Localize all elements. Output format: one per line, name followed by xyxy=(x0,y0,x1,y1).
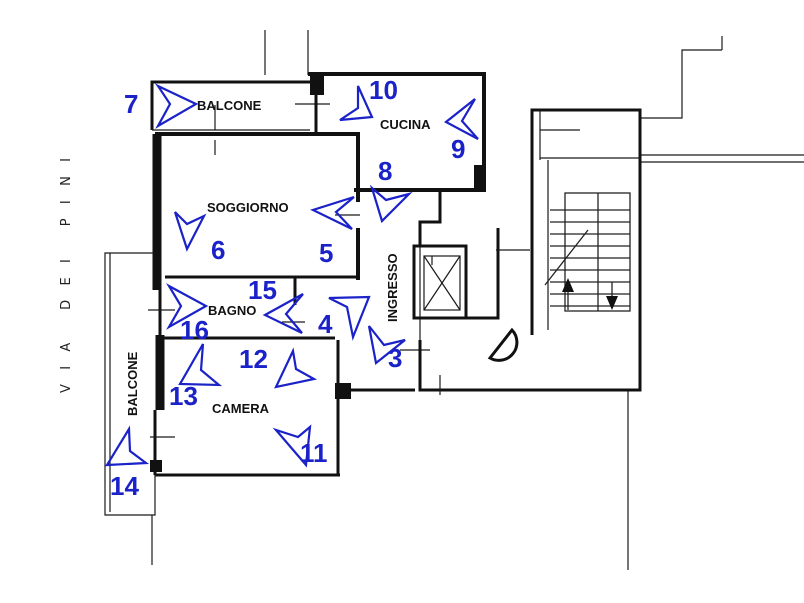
outer-thin-lines xyxy=(151,30,804,570)
room-label-balcone-top: BALCONE xyxy=(197,98,262,113)
marker-3: 3 xyxy=(388,343,402,373)
viewpoint-4-arrow-icon xyxy=(328,295,371,341)
stair-up-arrow-icon xyxy=(562,278,574,292)
room-label-balcone-left: BALCONE xyxy=(125,351,140,416)
living-room-walls xyxy=(152,132,360,290)
elevator xyxy=(412,244,468,320)
marker-15: 15 xyxy=(248,275,277,305)
viewpoint-16-arrow-icon xyxy=(178,343,223,387)
viewpoint-11-arrow-icon xyxy=(272,424,312,468)
viewpoint-12-arrow-icon xyxy=(274,347,318,389)
room-label-cucina: CUCINA xyxy=(380,117,431,132)
viewpoint-14-arrow-icon xyxy=(104,425,150,467)
street-label: V I A D E I P I N I xyxy=(59,158,74,393)
marker-6: 6 xyxy=(211,235,225,265)
marker-11: 11 xyxy=(300,438,328,468)
viewpoint-15-arrow-icon xyxy=(262,293,304,334)
viewpoint-6-arrow-icon xyxy=(173,211,207,252)
marker-14: 14 xyxy=(110,471,139,501)
landing-door-icon xyxy=(487,327,519,362)
stairwell xyxy=(418,108,642,395)
balcony-top xyxy=(150,80,330,131)
room-label-soggiorno: SOGGIORNO xyxy=(207,200,289,215)
viewpoint-9-arrow-icon xyxy=(443,98,479,140)
stair-treads xyxy=(550,209,630,307)
camera-viewpoints xyxy=(104,83,479,468)
marker-13: 13 xyxy=(169,381,198,411)
bedroom-walls xyxy=(150,335,351,477)
marker-10: 10 xyxy=(369,75,398,105)
viewpoint-bagno-arrow-icon xyxy=(165,283,209,330)
viewpoint-8-arrow-icon xyxy=(369,184,413,224)
marker-4: 4 xyxy=(318,309,333,339)
viewpoint-7-arrow-icon xyxy=(154,83,199,129)
marker-12: 12 xyxy=(239,344,268,374)
stair-down-arrow-icon xyxy=(606,296,618,310)
room-label-bagno: BAGNO xyxy=(208,303,256,318)
marker-9: 9 xyxy=(451,134,465,164)
viewpoint-3-arrow-icon xyxy=(367,325,406,365)
viewpoint-numbers: 7 10 9 8 5 6 15 4 16 3 12 13 11 14 xyxy=(110,75,465,501)
viewpoint-10-arrow-icon xyxy=(339,85,374,122)
marker-7: 7 xyxy=(124,89,138,119)
room-label-camera: CAMERA xyxy=(212,401,270,416)
bathroom-walls xyxy=(148,278,335,340)
room-label-ingresso: INGRESSO xyxy=(385,253,400,322)
balcony-left xyxy=(104,252,162,516)
marker-8: 8 xyxy=(378,156,392,186)
marker-5: 5 xyxy=(319,238,333,268)
marker-16: 16 xyxy=(180,315,209,345)
viewpoint-5-arrow-icon xyxy=(310,195,355,230)
